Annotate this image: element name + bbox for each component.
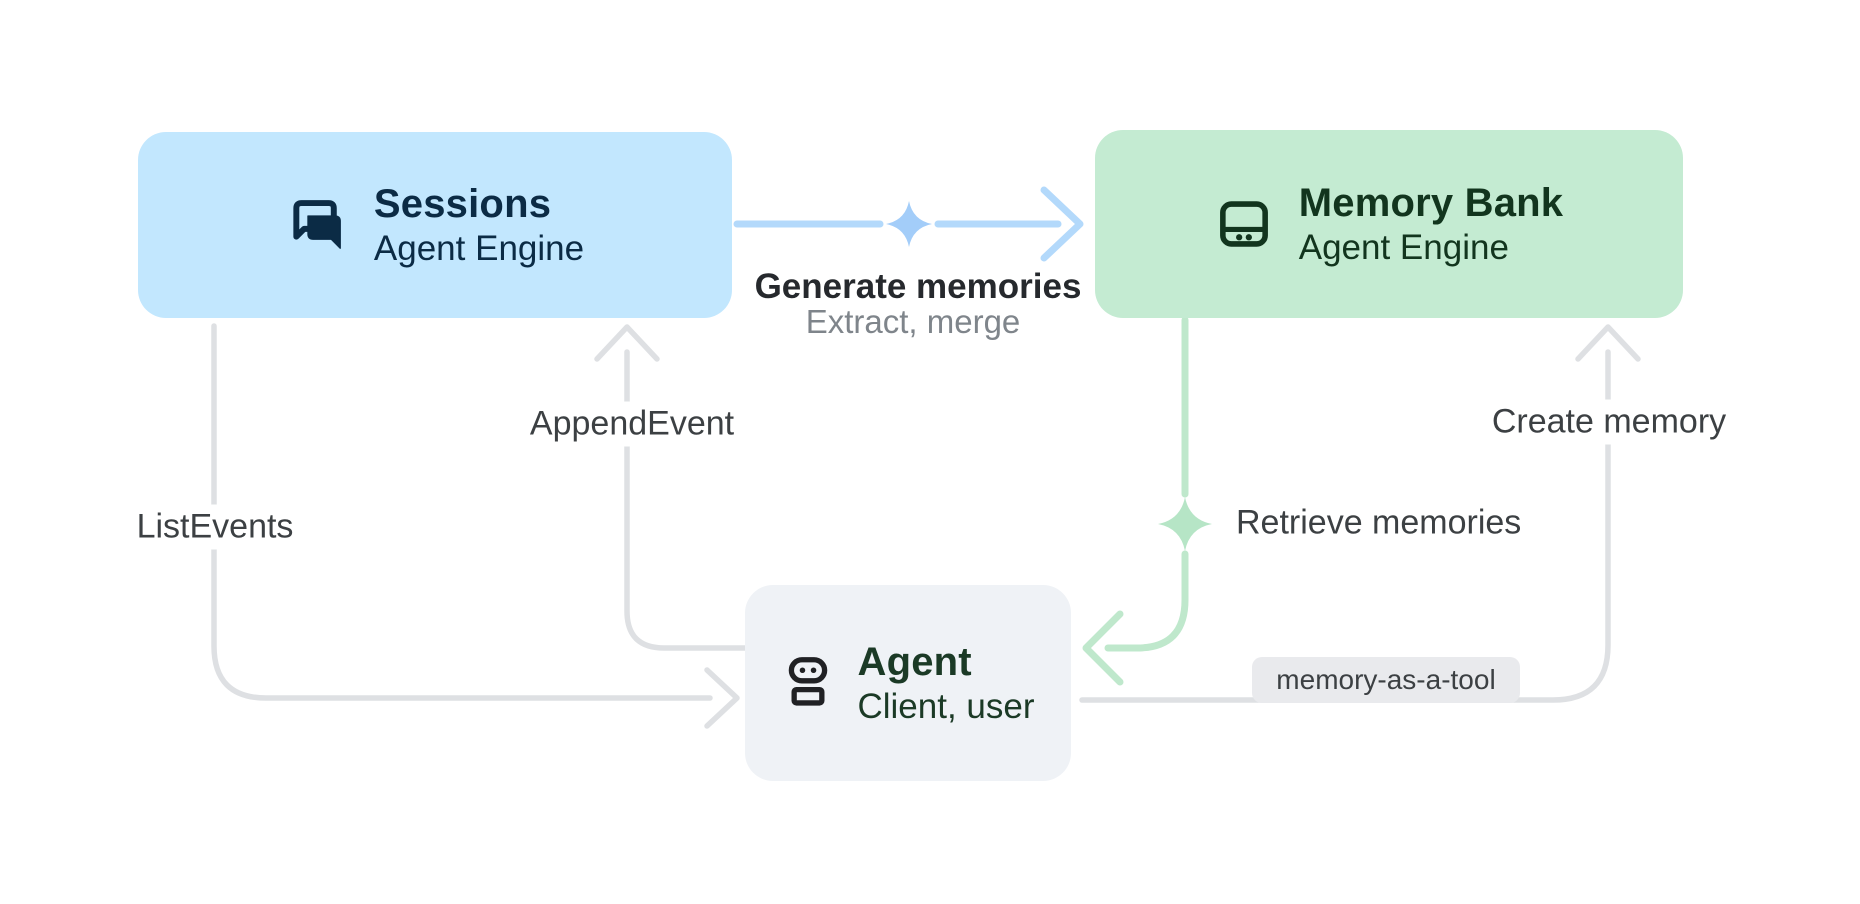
node-title: Sessions [373,181,552,226]
node-title: Memory Bank [1298,180,1564,225]
retrieve-memories-arrow [1082,316,1189,686]
sparkle-icon [886,201,932,247]
memory-as-a-tool-badge: memory-as-a-tool [1252,657,1520,703]
forum-chat-icon [293,200,341,249]
arrowhead-right-icon [704,667,740,729]
append-event-arrow [594,324,753,651]
retrieve-memories-label: Retrieve memories [1227,500,1531,546]
node-agent: Agent Client, user [745,585,1071,781]
sparkle-icon [1158,497,1212,551]
arrowhead-up-icon [1575,324,1641,362]
arrowhead-right-icon [1040,186,1084,262]
node-subtitle: Agent Engine [1298,227,1509,267]
arrowhead-up-icon [594,324,660,362]
list-events-label: ListEvents [127,504,303,550]
robot-icon [789,657,828,706]
storage-database-icon [1219,201,1268,247]
append-event-line [624,349,753,651]
node-memory-bank: Memory Bank Agent Engine [1095,130,1683,318]
node-sessions: Sessions Agent Engine [138,132,732,318]
generate-memories-arrow [733,186,1084,262]
list-events-arrow [211,323,740,729]
create-memory-line [1079,349,1611,703]
node-subtitle: Agent Engine [373,228,585,268]
extract-merge-sublabel: Extract, merge [796,300,1030,344]
create-memory-arrow [1079,324,1641,703]
list-events-line [211,323,713,701]
node-subtitle: Client, user [857,686,1035,726]
append-event-label: AppendEvent [520,401,744,447]
arrowhead-left-icon [1082,610,1124,686]
create-memory-label: Create memory [1482,399,1736,445]
node-title: Agent [857,639,972,684]
retrieve-memories-line-bottom [1104,550,1189,652]
